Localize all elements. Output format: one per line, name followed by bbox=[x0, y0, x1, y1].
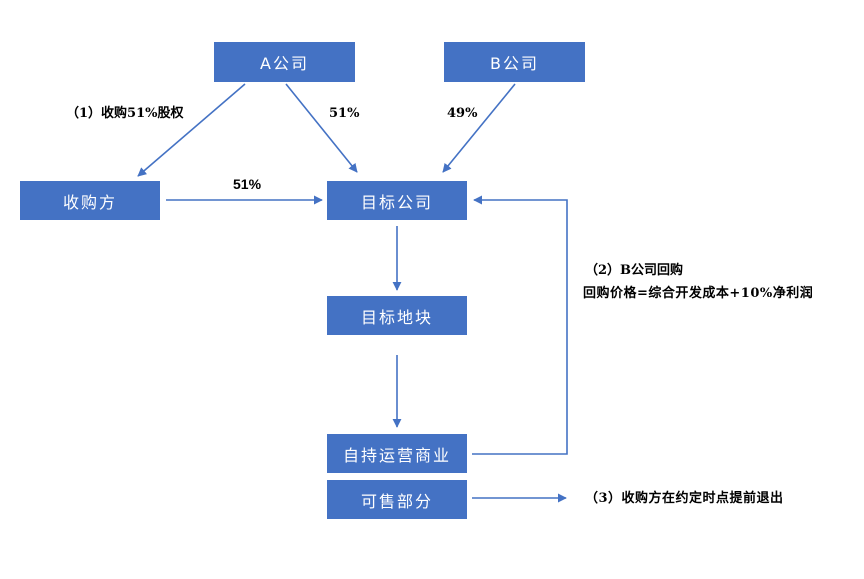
arrow-a-to-acquirer bbox=[137, 83, 246, 177]
label-step2-buyback: （2）B公司回购 bbox=[585, 263, 684, 278]
node-target-company: 目标公司 bbox=[327, 181, 467, 220]
arrow-self-operated-buyback-to-target bbox=[472, 195, 568, 455]
node-target-land: 目标地块 bbox=[327, 296, 467, 335]
node-company-a: A公司 bbox=[214, 42, 355, 82]
label-b-share-percent: 49% bbox=[447, 106, 478, 121]
arrow-a-to-target bbox=[285, 83, 358, 173]
arrow-b-to-target bbox=[442, 83, 516, 173]
label-acquirer-share-percent: 51% bbox=[233, 176, 262, 192]
node-company-b: B公司 bbox=[444, 42, 585, 82]
label-step1-acquire-equity: （1）收购51%股权 bbox=[66, 106, 184, 121]
node-acquirer: 收购方 bbox=[20, 181, 160, 220]
label-a-share-percent: 51% bbox=[329, 106, 360, 121]
node-for-sale-portion: 可售部分 bbox=[327, 480, 467, 519]
label-step2-buyback-price: 回购价格=综合开发成本+10%净利润 bbox=[583, 286, 814, 301]
node-self-operated-commercial: 自持运营商业 bbox=[327, 434, 467, 473]
label-step3-early-exit: （3）收购方在约定时点提前退出 bbox=[585, 491, 784, 506]
